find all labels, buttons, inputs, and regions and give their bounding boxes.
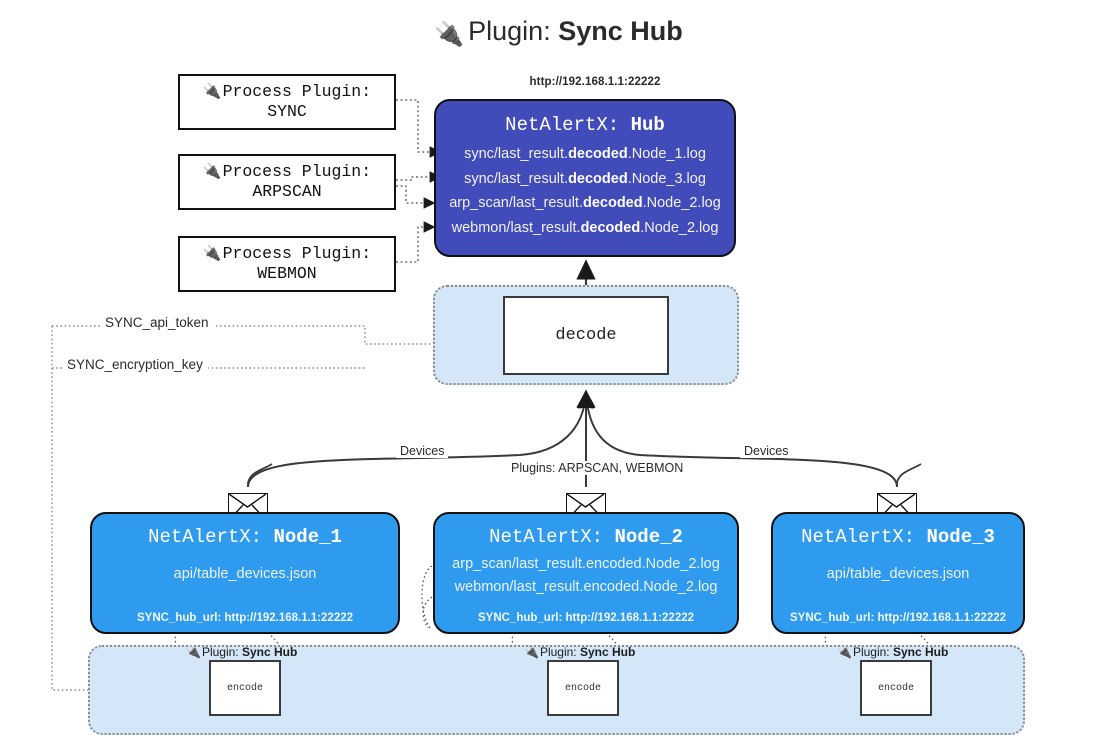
plug-icon: 🔌	[202, 243, 222, 262]
process-plugin-value: ARPSCAN	[252, 182, 322, 201]
plug-icon: 🔌	[524, 645, 539, 659]
node-line: api/table_devices.json	[826, 566, 970, 582]
page-title: 🔌Plugin: Sync Hub	[0, 16, 1117, 48]
hub-log-item: arp_scan/last_result.decoded.Node_2.log	[449, 195, 721, 211]
plug-icon: 🔌	[202, 81, 222, 100]
node-card-node-2[interactable]: NetAlertX: Node_2 arp_scan/last_result.e…	[433, 512, 739, 634]
plug-icon: 🔌	[186, 645, 201, 659]
plug-icon: 🔌	[434, 21, 465, 48]
node-hub-url: SYNC_hub_url: http://192.168.1.1:22222	[136, 612, 354, 624]
hub-name: Hub	[630, 114, 665, 136]
encoder-label-1: 🔌Plugin: Sync Hub	[186, 645, 298, 659]
hub-node[interactable]: NetAlertX: Hub sync/last_result.decoded.…	[434, 99, 736, 257]
encode-box-1[interactable]: encode	[209, 660, 281, 716]
node-hub-url: SYNC_hub_url: http://192.168.1.1:22222	[477, 612, 695, 624]
process-plugin-value: WEBMON	[257, 264, 317, 283]
node-card-node-3[interactable]: NetAlertX: Node_3 api/table_devices.json…	[771, 512, 1025, 634]
sync-encryption-key-label: SYNC_encryption_key	[62, 357, 208, 372]
edge-label-devices-left: Devices	[396, 444, 449, 458]
process-plugin-value: SYNC	[267, 102, 307, 121]
node-line: arp_scan/last_result.encoded.Node_2.log	[452, 556, 720, 572]
node-name: Node_2	[614, 526, 683, 548]
node-app: NetAlertX:	[801, 526, 916, 548]
node-app: NetAlertX:	[489, 526, 604, 548]
hub-log-item: webmon/last_result.decoded.Node_2.log	[451, 219, 719, 236]
title-prefix: Plugin:	[468, 16, 551, 46]
sync-api-token-label: SYNC_api_token	[100, 315, 214, 330]
node-line: webmon/last_result.encoded.Node_2.log	[454, 579, 718, 595]
node-name: Node_1	[273, 526, 342, 548]
plug-icon: 🔌	[202, 161, 222, 180]
hub-log-item: sync/last_result.decoded.Node_1.log	[464, 146, 706, 162]
process-plugin-arpscan[interactable]: 🔌Process Plugin: ARPSCAN	[178, 154, 396, 210]
hub-log-list: sync/last_result.decoded.Node_1.log sync…	[436, 142, 734, 240]
encoder-label-3: 🔌Plugin: Sync Hub	[837, 645, 949, 659]
node-card-node-1[interactable]: NetAlertX: Node_1 api/table_devices.json…	[90, 512, 400, 634]
edge-label-plugins: Plugins: ARPSCAN, WEBMON	[507, 461, 688, 475]
process-plugin-sync[interactable]: 🔌Process Plugin: SYNC	[178, 74, 396, 130]
title-name: Sync Hub	[558, 16, 683, 46]
encode-box-3[interactable]: encode	[860, 660, 932, 716]
hub-url: http://192.168.1.1:22222	[529, 76, 661, 88]
hub-app: NetAlertX:	[505, 114, 620, 136]
encoder-label-2: 🔌Plugin: Sync Hub	[524, 645, 636, 659]
process-plugin-label: Process Plugin:	[222, 81, 372, 101]
node-line: api/table_devices.json	[173, 566, 317, 582]
edge-label-devices-right: Devices	[740, 444, 793, 458]
hub-log-item: sync/last_result.decoded.Node_3.log	[464, 170, 706, 187]
process-plugin-label: Process Plugin:	[222, 161, 372, 181]
node-name: Node_3	[926, 526, 995, 548]
decode-box[interactable]: decode	[503, 296, 669, 375]
plug-icon: 🔌	[837, 645, 852, 659]
process-plugin-webmon[interactable]: 🔌Process Plugin: WEBMON	[178, 236, 396, 292]
node-app: NetAlertX:	[148, 526, 263, 548]
node-hub-url: SYNC_hub_url: http://192.168.1.1:22222	[789, 612, 1007, 624]
encode-box-2[interactable]: encode	[547, 660, 619, 716]
process-plugin-label: Process Plugin:	[222, 243, 372, 263]
